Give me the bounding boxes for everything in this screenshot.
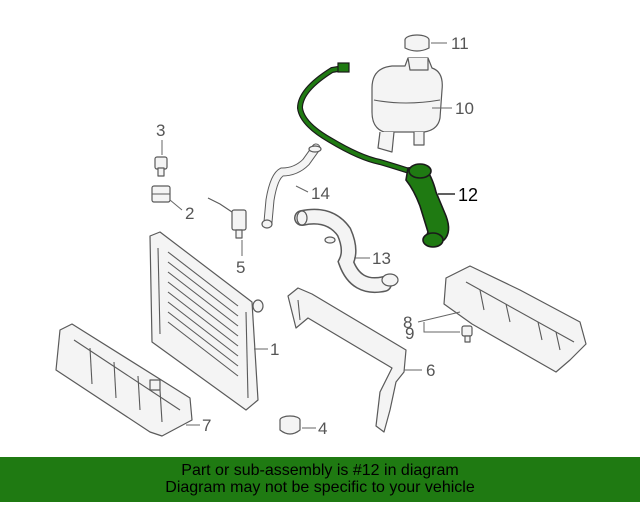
part-14-hose[interactable] (261, 143, 322, 229)
part-10-expansion-tank[interactable] (371, 57, 443, 153)
part-2-bracket[interactable] (151, 185, 171, 203)
parts-diagram: 11 10 12 3 2 5 (55, 34, 587, 438)
footer-line-2: Diagram may not be specific to your vehi… (165, 479, 475, 496)
part-11-cap[interactable] (404, 34, 430, 52)
callout-6[interactable]: 6 (426, 361, 435, 380)
callout-8[interactable]: 8 (403, 313, 412, 332)
part-13-hose[interactable] (294, 208, 399, 293)
leader-14 (295, 185, 309, 193)
callout-4[interactable]: 4 (318, 419, 327, 438)
callout-10[interactable]: 10 (455, 99, 474, 118)
part-4-plug[interactable] (279, 415, 301, 435)
part-1-radiator[interactable] (149, 231, 264, 411)
callout-12[interactable]: 12 (458, 185, 478, 205)
callout-1[interactable]: 1 (270, 340, 279, 359)
footer-banner: Part or sub-assembly is #12 in diagram D… (0, 457, 640, 502)
callout-7[interactable]: 7 (202, 416, 211, 435)
callout-5[interactable]: 5 (236, 258, 245, 277)
part-3-clip[interactable] (154, 156, 168, 177)
part-6-air-guide[interactable] (287, 287, 407, 433)
callout-2[interactable]: 2 (185, 204, 194, 223)
callout-9[interactable]: 9 (405, 324, 414, 343)
part-8-cowl-panel[interactable] (443, 265, 587, 373)
callout-14[interactable]: 14 (311, 184, 330, 203)
leader-9 (423, 322, 460, 333)
part-7-air-guide-frame[interactable] (55, 323, 193, 437)
callout-13[interactable]: 13 (372, 249, 391, 268)
part-12-coolant-hose[interactable] (296, 62, 450, 248)
callout-3[interactable]: 3 (156, 121, 165, 140)
part-5-sensor[interactable] (207, 197, 247, 239)
callout-11[interactable]: 11 (451, 34, 469, 53)
part-9-clip[interactable] (461, 325, 473, 343)
footer-line-1: Part or sub-assembly is #12 in diagram (181, 462, 459, 479)
leader-8 (417, 311, 461, 323)
leader-2 (169, 199, 183, 211)
